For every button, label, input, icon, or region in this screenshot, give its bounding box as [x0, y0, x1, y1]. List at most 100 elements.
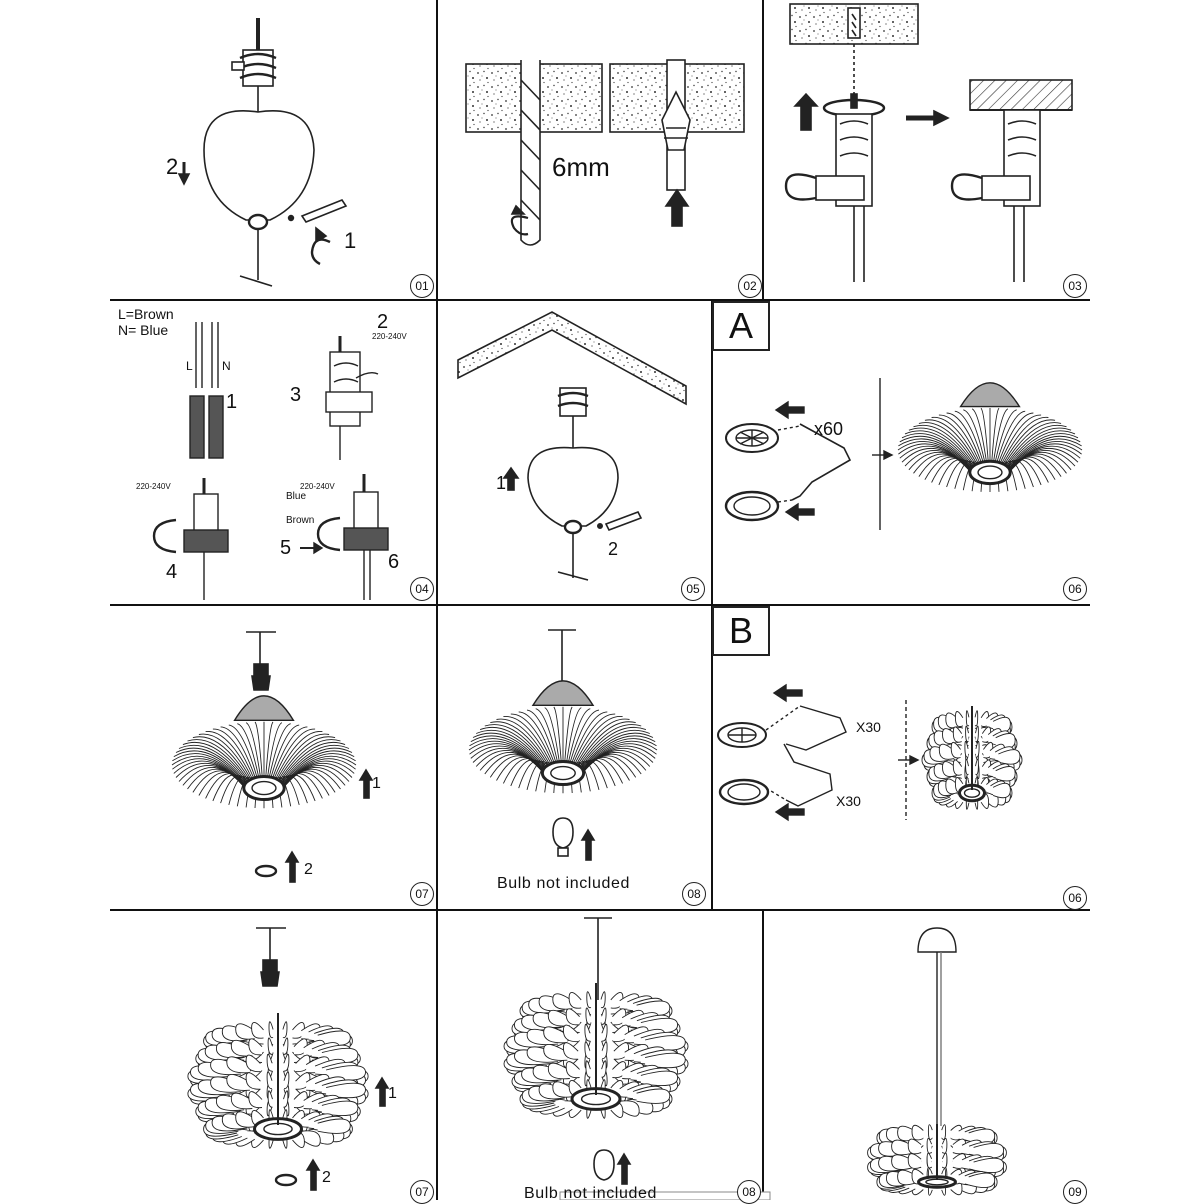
shade-07-rib [270, 724, 300, 778]
shade-08-rib [568, 708, 591, 763]
shade-09-loop [897, 1169, 916, 1186]
shade-09-loop [927, 1124, 933, 1140]
shade-06b-loop [942, 728, 957, 745]
step-number-08b: 08 [737, 1180, 761, 1204]
shade-07-rib [182, 741, 249, 783]
shade-06b-loop [945, 712, 958, 729]
shade-08-rib [578, 753, 642, 778]
shade-07-rib [278, 768, 341, 793]
shade-06a-rib [897, 441, 972, 472]
shade-08-rib [496, 718, 551, 765]
shade-08-rib [470, 745, 545, 774]
p01-step-2-label: 2 [166, 154, 179, 179]
shade-08-cap [531, 680, 595, 707]
shade-08b-loop [601, 1007, 607, 1025]
shade-08b-loop [568, 992, 582, 1009]
shade-07b-loop [267, 1037, 273, 1055]
shade-08b-loop [601, 1041, 608, 1060]
shade-08-rib [490, 721, 549, 766]
shade-08-rib [468, 740, 545, 772]
shade-07b-loop [267, 1090, 273, 1108]
step-number-02: 02 [738, 274, 762, 298]
shade-08-rib [535, 708, 558, 763]
shade-06b-loop [945, 778, 958, 795]
panel-03-art [784, 3, 1073, 282]
step-number-06a: 06 [1063, 577, 1087, 601]
shade-09-loop [941, 1124, 947, 1140]
shade-07b-loop [235, 1111, 255, 1128]
shade-06a-rib [1007, 435, 1081, 470]
shade-07b-loop [245, 1054, 261, 1073]
blue-wire-label: Blue [286, 491, 307, 502]
shade-07-rib [275, 731, 323, 779]
voltage-label-top: 220-240V [372, 332, 407, 341]
wire-legend-n: N= Blue [118, 322, 169, 338]
bulb-note: Bulb not included [497, 875, 630, 892]
shade-07b-loop [321, 1100, 359, 1117]
panel-grid [110, 0, 1090, 1200]
voltage-label-left: 220-240V [136, 482, 171, 491]
step-number-08: 08 [682, 882, 706, 906]
shade-06a-rib [1005, 427, 1072, 467]
shade-08b-opening [580, 1092, 612, 1106]
shade-07-rib [267, 722, 283, 777]
shade-08b-loop [585, 1060, 591, 1078]
shade-07-rib [173, 760, 247, 789]
shade-06a-rib [901, 433, 973, 469]
shade-07b-loop [325, 1082, 366, 1099]
shade-07b-loop [268, 1021, 274, 1039]
shade-09-loop [891, 1154, 913, 1170]
step-number-05: 05 [681, 577, 705, 601]
shade-08-rib [469, 738, 545, 771]
shade-07-rib [254, 721, 263, 777]
shade-07-rib [178, 744, 248, 783]
shade-08-rib [503, 716, 552, 765]
shade-07b-loop [248, 1091, 263, 1109]
shade-08b-loop [601, 1060, 607, 1078]
p04-step-2-label: 2 [377, 311, 389, 333]
shade-07b-loop [282, 1021, 288, 1039]
shade-06a-rib [954, 410, 984, 463]
shade-06a-rib [1007, 438, 1082, 471]
wire-legend-l: L=Brown [118, 306, 174, 322]
shade-07-rib [272, 726, 308, 778]
shade-07b-loop [283, 1053, 290, 1072]
shade-09-loop [911, 1124, 924, 1141]
shade-08-rib [479, 726, 547, 768]
shade-06b-loop [992, 782, 1011, 799]
lamp-shades [171, 382, 1083, 1196]
shade-06b-loop [998, 749, 1021, 765]
p07-step-1-label: 1 [372, 775, 381, 792]
shade-08-rib [510, 713, 554, 764]
shade-06b-loop [975, 758, 979, 775]
shade-06a-rib [938, 414, 981, 464]
panel-08-art [548, 629, 596, 861]
shade-08b-loop [562, 1042, 579, 1060]
drill-size-label: 6mm [552, 152, 610, 182]
shade-06a-rib [1003, 422, 1062, 466]
shade-07-cap [233, 695, 295, 722]
shade-06a-rib [913, 424, 976, 466]
shade-08b-loop [552, 1081, 573, 1098]
step-number-03: 03 [1063, 274, 1087, 298]
shade-06b-loop [950, 741, 961, 759]
shade-06a-rib [1002, 419, 1056, 465]
panel-09-art [917, 927, 957, 1126]
shade-07b-loop [301, 1130, 321, 1147]
p04-step-1-label: 1 [226, 391, 238, 413]
shade-07-rib [281, 753, 356, 786]
wire-l-label: L [186, 359, 193, 373]
shade-08-rib [553, 706, 562, 762]
shade-06a-rib [946, 412, 982, 463]
shade-06a-rib [999, 414, 1042, 464]
shade-08b-loop [547, 1062, 571, 1080]
shade-09-loop [907, 1153, 922, 1169]
shade-07-rib [192, 736, 251, 781]
shade-06a-rib [898, 438, 973, 471]
voltage-label-right: 220-240V [300, 482, 335, 491]
shade-07-rib [198, 733, 252, 780]
shade-08b-loop [640, 1070, 679, 1087]
shade-08b-loop [644, 1052, 686, 1069]
shade-08-rib [544, 707, 560, 762]
